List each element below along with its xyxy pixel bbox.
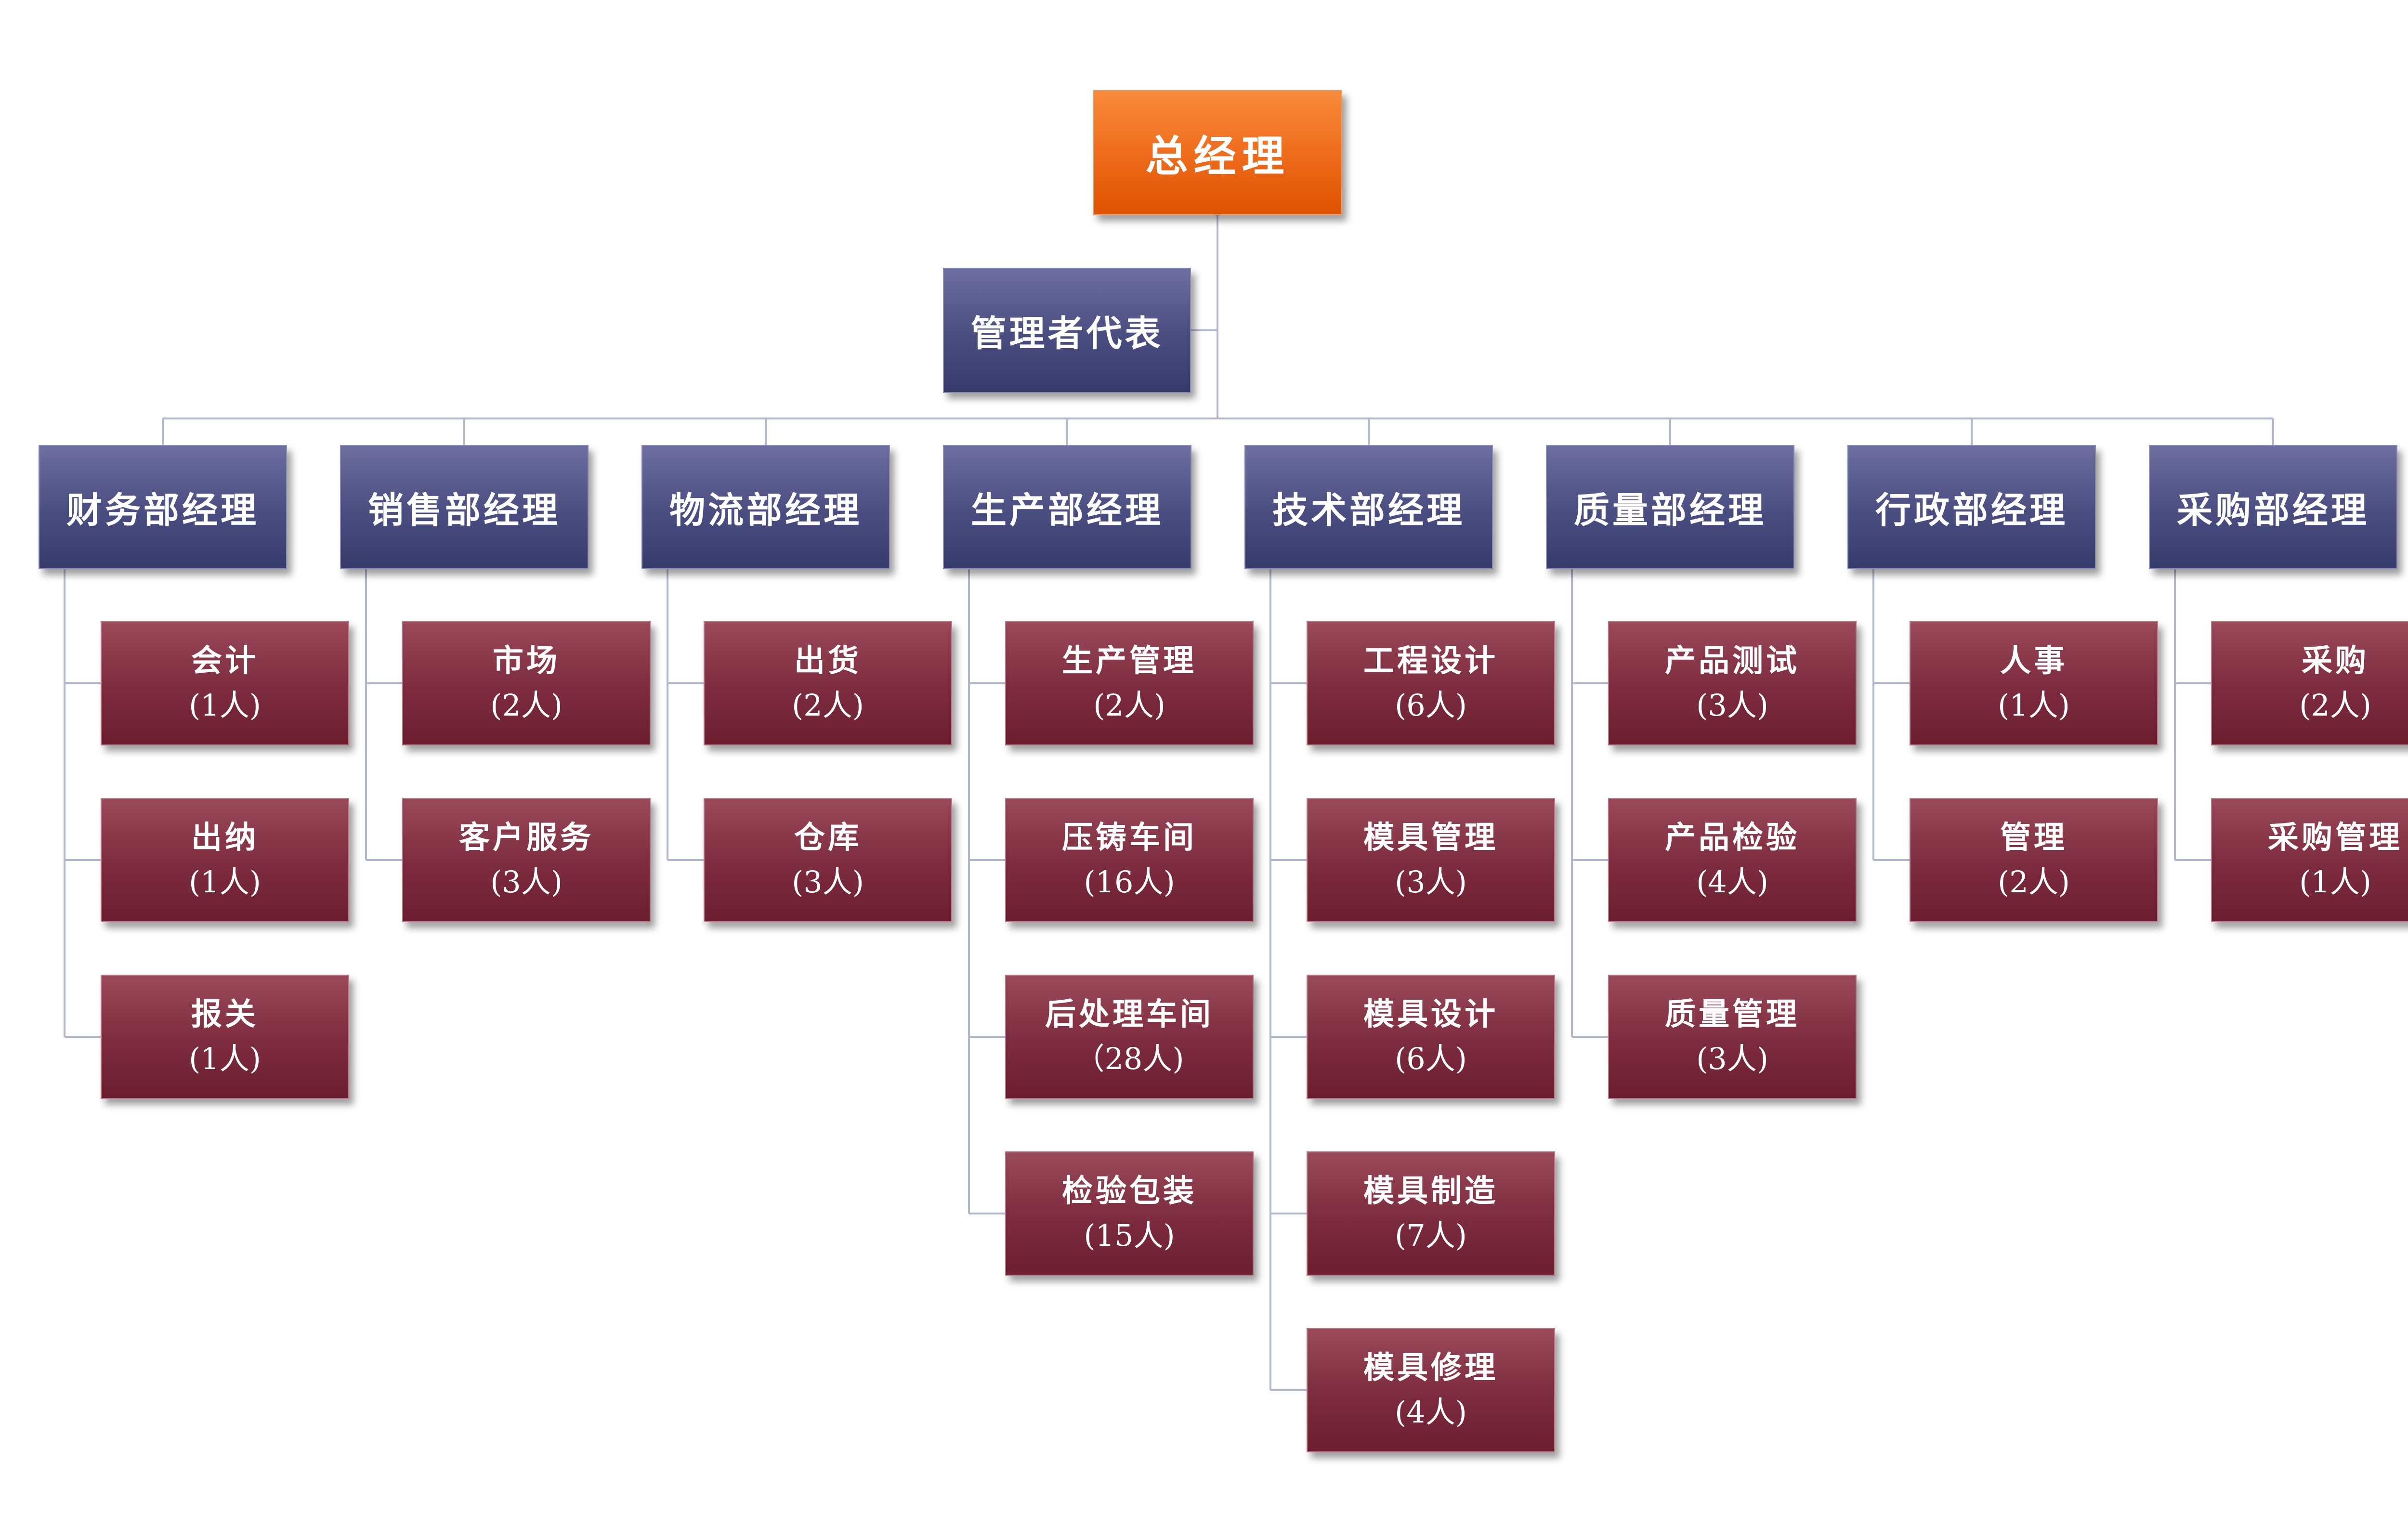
ceo-label: 总经理 bbox=[1145, 131, 1290, 181]
unit-headcount: (1人) bbox=[189, 864, 261, 900]
unit-headcount: (1人) bbox=[189, 688, 261, 723]
unit-headcount: (3人) bbox=[792, 864, 864, 900]
unit-name: 工程设计 bbox=[1363, 643, 1498, 679]
unit-box: 压铸车间 (16人) bbox=[1005, 798, 1254, 922]
unit-name: 报关 bbox=[191, 996, 259, 1032]
unit-name: 产品测试 bbox=[1665, 643, 1800, 679]
unit-name: 模具设计 bbox=[1363, 996, 1498, 1032]
unit-box: 检验包装 (15人) bbox=[1005, 1151, 1254, 1276]
unit-headcount: (2人) bbox=[792, 688, 864, 723]
unit-name: 会计 bbox=[191, 643, 259, 679]
unit-name: 检验包装 bbox=[1062, 1173, 1197, 1209]
unit-name: 模具修理 bbox=[1363, 1350, 1498, 1386]
unit-headcount: （28人) bbox=[1074, 1041, 1184, 1076]
unit-box: 工程设计 (6人) bbox=[1307, 621, 1555, 745]
unit-box: 人事 (1人) bbox=[1910, 621, 2158, 745]
unit-box: 模具修理 (4人) bbox=[1307, 1328, 1555, 1452]
unit-headcount: (2人) bbox=[1998, 864, 2070, 900]
department-manager-label: 生产部经理 bbox=[971, 489, 1164, 531]
unit-name: 压铸车间 bbox=[1062, 820, 1197, 856]
representative-label: 管理者代表 bbox=[970, 313, 1164, 354]
unit-box: 模具管理 (3人) bbox=[1307, 798, 1555, 922]
unit-name: 出纳 bbox=[191, 820, 259, 856]
unit-name: 质量管理 bbox=[1665, 996, 1800, 1032]
unit-headcount: (1人) bbox=[189, 1041, 261, 1076]
unit-name: 生产管理 bbox=[1062, 643, 1197, 679]
unit-name: 管理 bbox=[2000, 820, 2068, 856]
unit-name: 产品检验 bbox=[1665, 820, 1800, 856]
unit-headcount: (3人) bbox=[490, 864, 563, 900]
unit-box: 质量管理 (3人) bbox=[1608, 975, 1857, 1099]
representative-box: 管理者代表 bbox=[943, 268, 1191, 393]
ceo-box: 总经理 bbox=[1093, 90, 1342, 215]
department-manager-box: 物流部经理 bbox=[641, 445, 890, 569]
unit-box: 报关 (1人) bbox=[101, 975, 349, 1099]
unit-headcount: (15人) bbox=[1084, 1218, 1175, 1253]
unit-box: 管理 (2人) bbox=[1910, 798, 2158, 922]
unit-headcount: (7人) bbox=[1395, 1218, 1467, 1253]
unit-box: 会计 (1人) bbox=[101, 621, 349, 745]
unit-headcount: (1人) bbox=[1998, 688, 2070, 723]
unit-headcount: (2人) bbox=[2299, 688, 2371, 723]
unit-headcount: (4人) bbox=[1395, 1395, 1467, 1430]
unit-headcount: (3人) bbox=[1395, 864, 1467, 900]
department-manager-label: 物流部经理 bbox=[669, 489, 862, 531]
unit-box: 市场 (2人) bbox=[402, 621, 651, 745]
unit-box: 生产管理 (2人) bbox=[1005, 621, 1254, 745]
department-manager-box: 技术部经理 bbox=[1244, 445, 1493, 569]
unit-name: 市场 bbox=[493, 643, 560, 679]
unit-headcount: (6人) bbox=[1395, 688, 1467, 723]
department-manager-box: 销售部经理 bbox=[340, 445, 589, 569]
unit-headcount: (1人) bbox=[2299, 864, 2371, 900]
unit-headcount: (2人) bbox=[490, 688, 563, 723]
unit-name: 客户服务 bbox=[459, 820, 594, 856]
department-manager-box: 行政部经理 bbox=[1847, 445, 2096, 569]
unit-headcount: (16人) bbox=[1084, 864, 1175, 900]
unit-headcount: (3人) bbox=[1696, 1041, 1768, 1076]
unit-name: 后处理车间 bbox=[1045, 996, 1214, 1032]
department-manager-label: 行政部经理 bbox=[1875, 489, 2068, 531]
department-manager-label: 财务部经理 bbox=[66, 489, 259, 531]
unit-headcount: (3人) bbox=[1696, 688, 1768, 723]
unit-box: 采购管理 (1人) bbox=[2211, 798, 2408, 922]
unit-box: 模具设计 (6人) bbox=[1307, 975, 1555, 1099]
department-manager-box: 生产部经理 bbox=[943, 445, 1191, 569]
unit-headcount: (2人) bbox=[1093, 688, 1165, 723]
unit-box: 出货 (2人) bbox=[704, 621, 952, 745]
unit-box: 出纳 (1人) bbox=[101, 798, 349, 922]
department-manager-label: 销售部经理 bbox=[368, 489, 561, 531]
unit-box: 客户服务 (3人) bbox=[402, 798, 651, 922]
unit-box: 产品测试 (3人) bbox=[1608, 621, 1857, 745]
department-manager-label: 技术部经理 bbox=[1272, 489, 1465, 531]
department-manager-box: 采购部经理 bbox=[2149, 445, 2397, 569]
department-manager-label: 质量部经理 bbox=[1574, 489, 1767, 531]
department-manager-box: 质量部经理 bbox=[1546, 445, 1794, 569]
unit-box: 后处理车间 （28人) bbox=[1005, 975, 1254, 1099]
unit-name: 出货 bbox=[794, 643, 862, 679]
unit-box: 采购 (2人) bbox=[2211, 621, 2408, 745]
unit-headcount: (4人) bbox=[1696, 864, 1768, 900]
unit-headcount: (6人) bbox=[1395, 1041, 1467, 1076]
unit-box: 模具制造 (7人) bbox=[1307, 1151, 1555, 1276]
department-manager-label: 采购部经理 bbox=[2177, 489, 2369, 531]
unit-box: 产品检验 (4人) bbox=[1608, 798, 1857, 922]
unit-name: 人事 bbox=[2000, 643, 2068, 679]
unit-name: 采购管理 bbox=[2268, 820, 2403, 856]
unit-name: 模具管理 bbox=[1363, 820, 1498, 856]
department-manager-box: 财务部经理 bbox=[39, 445, 287, 569]
unit-name: 模具制造 bbox=[1363, 1173, 1498, 1209]
unit-name: 仓库 bbox=[794, 820, 862, 856]
unit-name: 采购 bbox=[2302, 643, 2369, 679]
unit-box: 仓库 (3人) bbox=[704, 798, 952, 922]
